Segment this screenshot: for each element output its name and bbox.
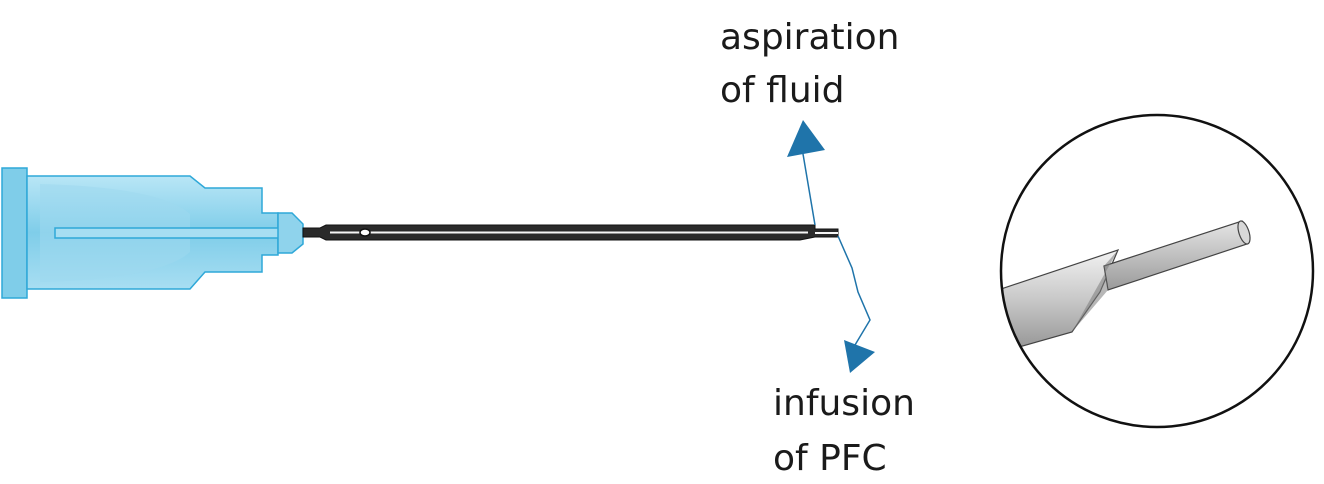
aspiration-label-line2: of fluid [720,70,845,111]
infusion-label-line2: of PFC [773,438,887,479]
aspiration-arrow [787,120,825,226]
infusion-arrow-line [837,235,871,346]
magnified-tip-icon [999,113,1315,429]
needle-side-port [359,228,371,237]
hub-inner-channel [54,227,286,239]
bevel-face [1072,250,1118,332]
hub-flange [1,167,28,299]
infusion-label-line1: infusion [773,383,915,424]
needle-hub-icon [1,167,304,299]
small-tube-opening [1237,220,1251,245]
magnifier-circle-border [999,113,1315,429]
aspiration-arrowhead [787,120,825,157]
cannula-needle-icon [302,224,839,241]
hub-neck [277,212,304,254]
aspiration-label-line1: aspiration [720,17,900,58]
infusion-arrow [837,235,875,373]
infusion-arrowhead [844,340,875,373]
aspiration-arrow-line [801,147,816,226]
